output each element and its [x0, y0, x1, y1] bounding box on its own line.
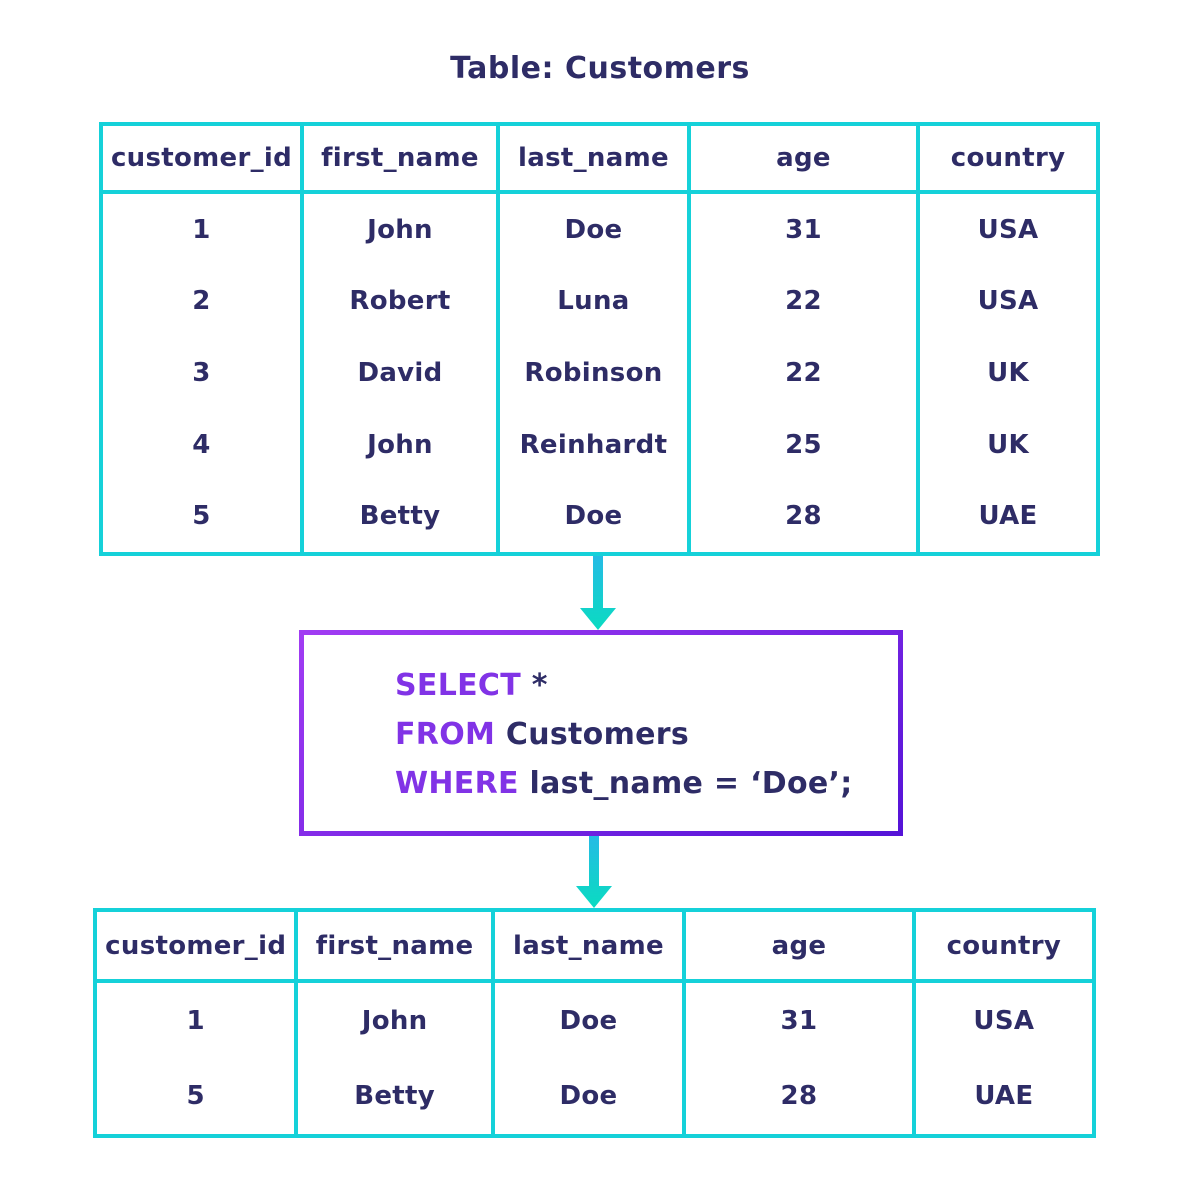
- source-table: customer_id first_name last_name age cou…: [99, 122, 1100, 556]
- table-cell: 1: [103, 194, 304, 266]
- table-cell: 28: [691, 480, 921, 552]
- table-cell: Doe: [500, 480, 691, 552]
- sql-query-box: SELECT * FROM Customers WHERE last_name …: [299, 630, 903, 836]
- table-cell: John: [298, 983, 495, 1059]
- table-cell: Reinhardt: [500, 408, 691, 481]
- table-cell: UAE: [974, 1081, 1034, 1112]
- table-cell: USA: [973, 1005, 1035, 1036]
- result-table-header-row: customer_id first_name last_name age cou…: [97, 912, 1092, 983]
- source-table-header-row: customer_id first_name last_name age cou…: [103, 126, 1096, 194]
- table-cell: Doe: [495, 983, 687, 1059]
- sql-keyword: FROM: [395, 717, 496, 752]
- sql-keyword: SELECT: [395, 668, 521, 703]
- column-header-country: country: [950, 143, 1066, 173]
- table-cell: John: [304, 194, 500, 266]
- table-cell: 22: [691, 337, 921, 409]
- column-header-customer-id: customer_id: [97, 912, 299, 979]
- table-cell: David: [304, 337, 500, 409]
- table-cell: UK: [987, 357, 1029, 388]
- column-header-first-name: first_name: [304, 126, 500, 190]
- arrow-head: [580, 608, 616, 630]
- arrow-shaft: [589, 836, 599, 886]
- table-cell: Doe: [495, 1058, 687, 1134]
- sql-line-where: WHERE last_name = ‘Doe’;: [395, 759, 898, 808]
- table-cell: 2: [103, 265, 304, 338]
- table-cell: Doe: [500, 194, 691, 266]
- column-header-last-name: last_name: [500, 126, 691, 190]
- column-header-age: age: [686, 912, 916, 979]
- table-cell: 3: [103, 337, 304, 409]
- source-table-body: 1 John Doe 31 USA 2 Robert Luna 22 USA 3…: [103, 194, 1096, 552]
- table-cell: UAE: [978, 501, 1038, 532]
- table-cell: 22: [691, 265, 921, 338]
- table-cell: 25: [691, 408, 921, 481]
- table-cell: USA: [977, 214, 1039, 245]
- table-cell: Betty: [304, 480, 500, 552]
- column-header-age: age: [691, 126, 921, 190]
- flow-arrow-down-icon: [576, 836, 612, 908]
- table-cell: John: [304, 408, 500, 481]
- result-table: customer_id first_name last_name age cou…: [93, 908, 1096, 1138]
- sql-text: Customers: [495, 717, 690, 752]
- table-cell: 31: [686, 983, 916, 1059]
- sql-keyword: WHERE: [395, 766, 519, 801]
- sql-text: *: [521, 668, 548, 703]
- table-cell: 31: [691, 194, 921, 266]
- column-header-country: country: [946, 930, 1062, 961]
- sql-line-from: FROM Customers: [395, 710, 898, 759]
- table-cell: Robert: [304, 265, 500, 338]
- table-cell: UK: [987, 429, 1029, 460]
- diagram-title: Table: Customers: [450, 51, 750, 86]
- table-cell: 5: [97, 1058, 299, 1134]
- table-cell: 5: [103, 480, 304, 552]
- sql-text: last_name = ‘Doe’;: [518, 766, 853, 801]
- arrow-shaft: [593, 556, 603, 608]
- result-table-body: 1 John Doe 31 USA 5 Betty Doe 28 UAE: [97, 983, 1092, 1134]
- column-header-customer-id: customer_id: [103, 126, 304, 190]
- table-cell: 4: [103, 408, 304, 481]
- sql-line-select: SELECT *: [395, 661, 898, 710]
- column-header-first-name: first_name: [298, 912, 495, 979]
- table-cell: Robinson: [500, 337, 691, 409]
- arrow-head: [576, 886, 612, 908]
- table-cell: 28: [686, 1058, 916, 1134]
- column-header-last-name: last_name: [495, 912, 687, 979]
- flow-arrow-down-icon: [580, 556, 616, 630]
- table-cell: Betty: [298, 1058, 495, 1134]
- table-cell: Luna: [500, 265, 691, 338]
- table-cell: USA: [977, 286, 1039, 317]
- table-cell: 1: [97, 983, 299, 1059]
